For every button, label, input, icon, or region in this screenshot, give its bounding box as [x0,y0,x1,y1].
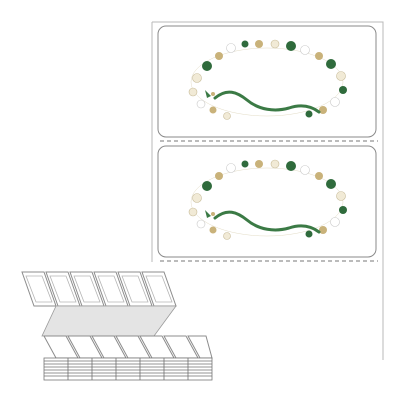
fanned-labels-bottom [43,335,213,359]
blossom-cluster-bottom [188,159,347,240]
label-bottom [157,145,377,258]
blossom-cluster-top [188,39,347,120]
label-top [157,25,377,138]
floral-wreath-bottom [188,159,347,240]
stack-edges [43,357,213,381]
fold-segment [41,305,177,337]
floral-wreath-top [188,39,347,120]
dragon-body-bottom [213,210,321,234]
label-liner [151,21,384,360]
fanfold-stack [21,271,213,381]
fanned-labels-top [21,271,177,307]
dragon-body-top [213,90,321,114]
